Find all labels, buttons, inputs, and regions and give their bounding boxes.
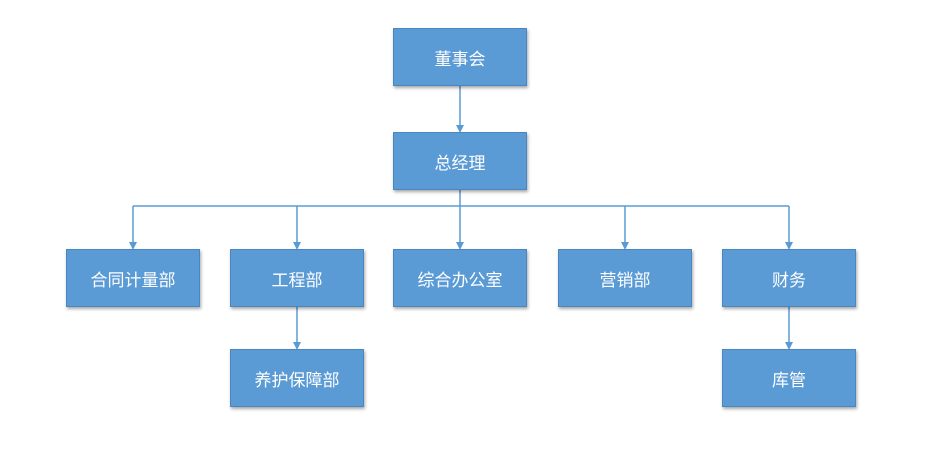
node-finance-label: 财务	[772, 270, 806, 291]
node-sales-label: 营销部	[599, 270, 651, 291]
node-sales: 营销部	[558, 249, 692, 307]
node-engineering: 工程部	[230, 249, 364, 307]
node-general-manager: 总经理	[393, 132, 527, 190]
node-maintenance-support-label: 养护保障部	[254, 370, 340, 391]
node-contract-measurement: 合同计量部	[66, 249, 200, 307]
node-board-label: 董事会	[434, 49, 486, 70]
node-warehouse: 库管	[722, 349, 856, 407]
node-engineering-label: 工程部	[271, 270, 323, 291]
node-finance: 财务	[722, 249, 856, 307]
connector-group	[129, 86, 793, 350]
node-general-manager-label: 总经理	[434, 153, 486, 174]
node-board: 董事会	[393, 28, 527, 86]
node-general-office-label: 综合办公室	[417, 270, 503, 291]
node-general-office: 综合办公室	[393, 249, 527, 307]
node-warehouse-label: 库管	[772, 370, 806, 391]
node-contract-measurement-label: 合同计量部	[90, 270, 176, 291]
node-maintenance-support: 养护保障部	[230, 349, 364, 407]
